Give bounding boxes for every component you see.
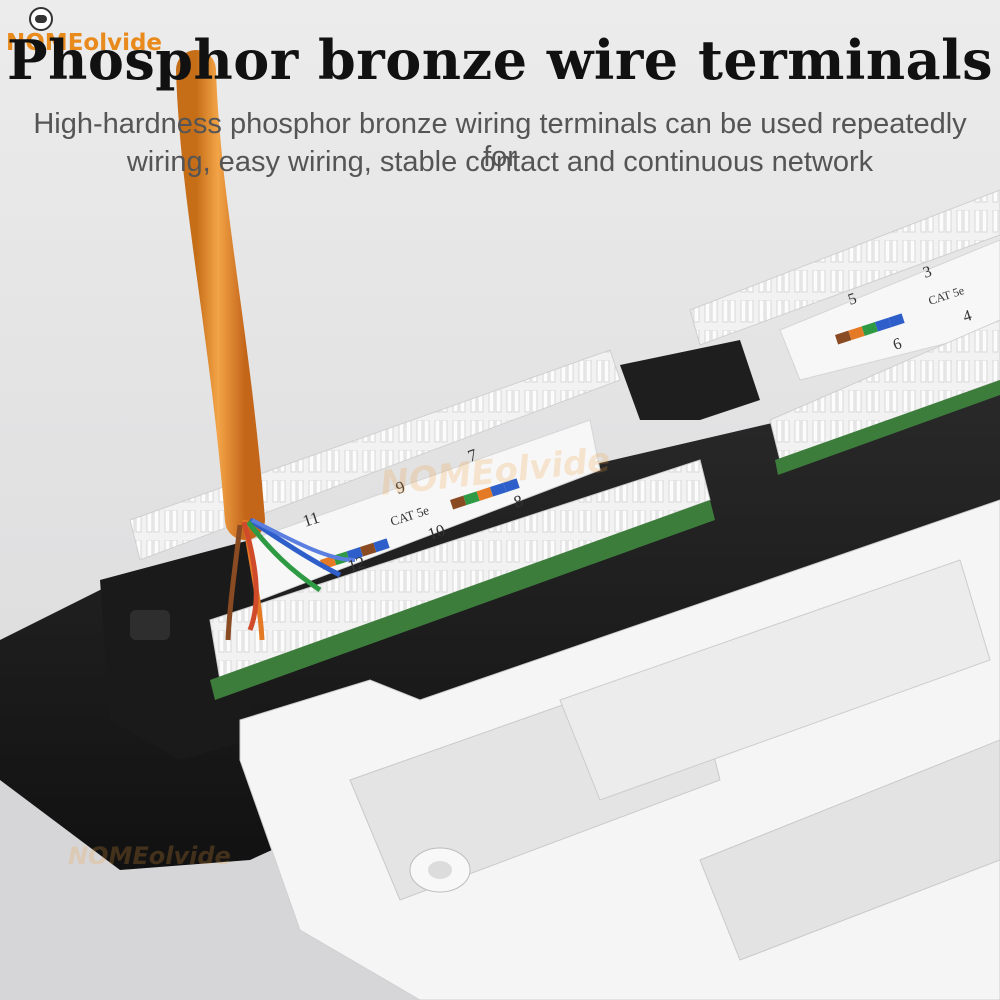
port-number-label: 12 — [345, 552, 367, 575]
left-mount-block — [100, 540, 250, 760]
right-terminal-module — [689, 189, 1000, 475]
orange-network-cable — [176, 50, 356, 641]
left-module-labels: 11 9 7 12 10 8 CAT 5e — [300, 445, 525, 576]
description-line: High-hardness phosphor bronze wiring ter… — [33, 108, 967, 173]
watermark-text: NOMEolvide — [68, 842, 231, 870]
page-title: Phosphor bronze wire terminals — [6, 28, 994, 92]
port-number-label: 11 — [300, 508, 321, 531]
brand-logo: NOMEolvide — [6, 30, 163, 56]
port-number-label: 10 — [425, 520, 447, 543]
middle-mount-block — [620, 340, 760, 420]
astronaut-logo-icon — [29, 7, 53, 31]
description-line: wiring, easy wiring, stable contact and … — [126, 146, 874, 178]
left-terminal-module — [129, 349, 715, 700]
white-mounting-bracket — [239, 499, 1000, 1000]
